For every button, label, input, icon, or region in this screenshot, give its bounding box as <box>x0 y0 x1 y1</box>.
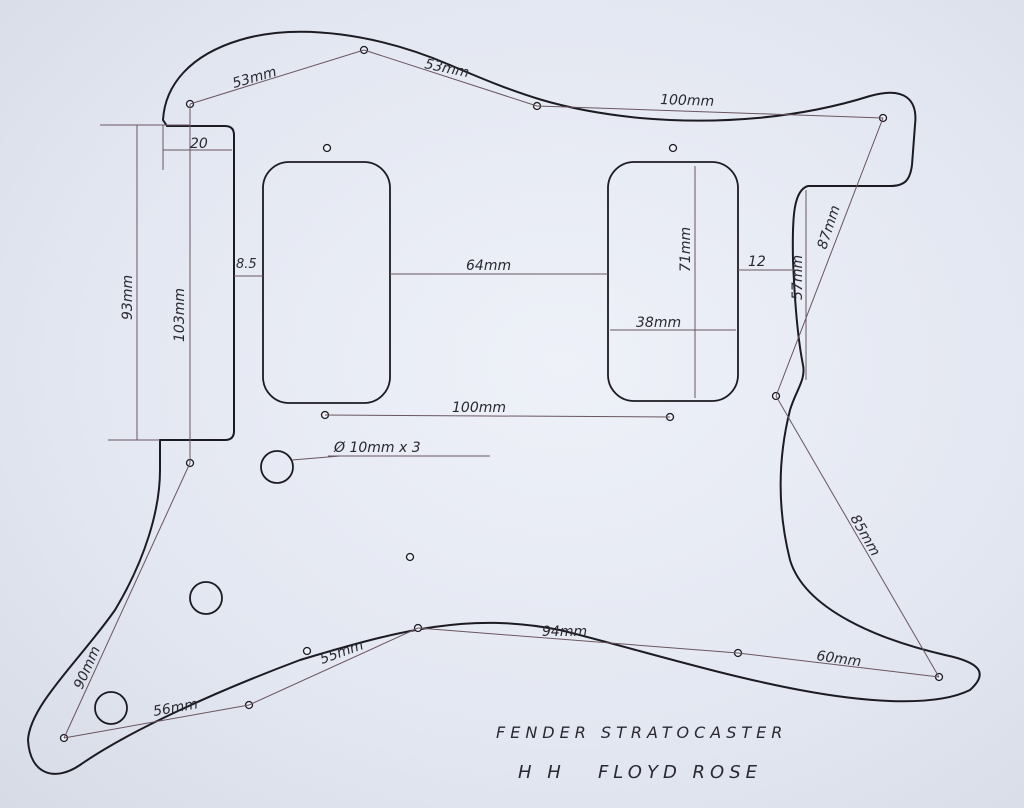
dimension-line <box>363 49 538 107</box>
label-bottom-right: 60mm <box>815 648 862 670</box>
label-horn-diag: 87mm <box>815 203 844 251</box>
dimension-line <box>63 462 191 739</box>
label-top-right: 100mm <box>660 92 715 110</box>
dimension-line <box>737 652 940 678</box>
dimension-line <box>189 49 365 105</box>
label-top-left: 53mm <box>231 64 279 92</box>
label-pickup-to-edge: 12 <box>748 254 766 270</box>
dimension-line <box>417 627 739 654</box>
label-bottom-left: 56mm <box>152 696 199 720</box>
screw-hole <box>302 646 312 656</box>
screw-hole <box>322 143 332 153</box>
label-pickup-spacing: 64mm <box>466 258 511 274</box>
label-hole-span: 100mm <box>452 400 506 416</box>
label-lower-right: 85mm <box>847 512 883 559</box>
bridge-pickup-cavity <box>607 161 739 402</box>
dimension-line <box>324 414 671 418</box>
pickguard-outline <box>26 30 981 775</box>
dimension-lines <box>63 49 940 739</box>
label-neck-pocket-width: 20 <box>190 136 208 152</box>
dimension-line <box>536 105 884 119</box>
label-top-mid: 53mm <box>423 56 470 81</box>
dimension-line <box>63 704 250 739</box>
label-knob-holes: Ø 10mm x 3 <box>333 440 421 456</box>
dimension-labels: 53mm 53mm 100mm 20 93mm 103mm 8.5 64mm 7… <box>71 56 883 720</box>
screw-hole <box>405 552 415 562</box>
label-neck-pocket-height: 93mm <box>120 275 136 320</box>
label-neck-to-pickup: 8.5 <box>236 257 257 272</box>
label-bottom-94: 94mm <box>542 624 587 640</box>
label-pickup-height: 71mm <box>678 227 694 272</box>
neck-pickup-cavity <box>262 161 391 404</box>
knob-hole <box>189 581 223 615</box>
title-line-2: H H FLOYD ROSE <box>518 762 762 783</box>
screw-hole <box>668 143 678 153</box>
label-bottom-left-diag: 90mm <box>71 644 104 692</box>
label-horn-gap: 57mm <box>790 255 806 300</box>
label-pickup-width: 38mm <box>636 315 681 331</box>
title-line-1: FENDER STRATOCASTER <box>496 723 787 742</box>
label-neck-side-height: 103mm <box>172 288 188 342</box>
knob-hole <box>260 450 294 484</box>
knob-hole <box>94 691 128 725</box>
dimension-line <box>291 455 341 461</box>
dimension-line <box>775 395 940 678</box>
dimension-line <box>775 117 884 397</box>
screw-holes <box>59 45 944 743</box>
dimension-line <box>248 627 419 706</box>
